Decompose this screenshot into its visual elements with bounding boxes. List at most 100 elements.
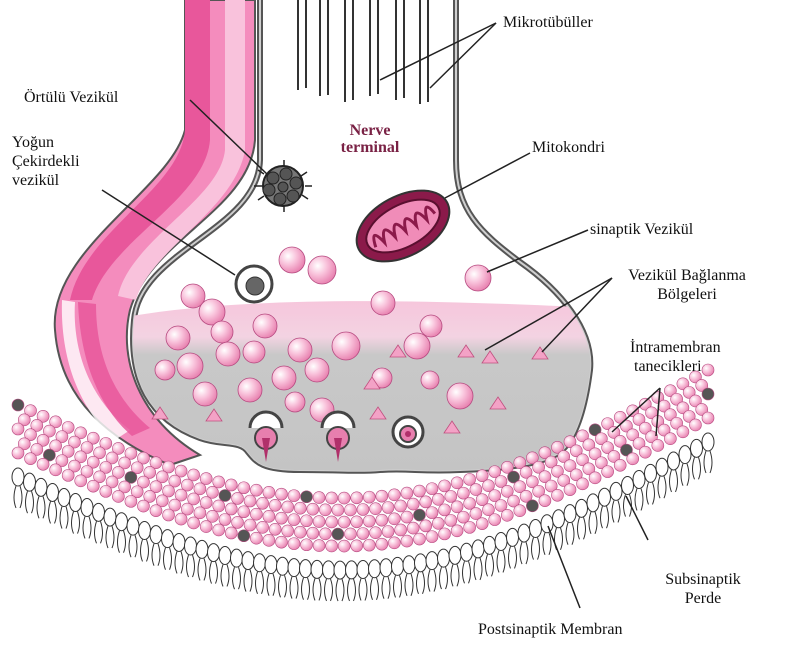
membrane-particle (200, 497, 212, 509)
membrane-particle (150, 505, 162, 517)
membrane-particle (420, 520, 432, 532)
lipid-tail (152, 544, 160, 566)
lipid-tail (14, 486, 22, 508)
lipid-head (449, 546, 461, 564)
membrane-particle (363, 539, 375, 551)
lipid-tail (647, 482, 655, 504)
label-ortulu-vezikul: Örtülü Vezikül (24, 88, 118, 107)
lipid-tail (440, 567, 448, 589)
membrane-particle (200, 521, 212, 533)
membrane-particle (395, 524, 407, 536)
lipid-head (633, 470, 645, 488)
membrane-particle (238, 506, 250, 518)
membrane-particle (451, 525, 463, 537)
lipid-tail (451, 564, 459, 586)
membrane-particle (307, 503, 319, 515)
membrane-particle (213, 476, 225, 488)
membrane-particle (269, 523, 281, 535)
membrane-particle (376, 490, 388, 502)
membrane-particle (313, 516, 325, 528)
membrane-particle (344, 528, 356, 540)
intramembrane-particle (526, 500, 538, 512)
label-vezikul-baglanma-bolgeleri: Vezikül Bağlanma Bölgeleri (612, 266, 762, 304)
lipid-tail (187, 555, 195, 577)
lipid-head (311, 560, 323, 578)
membrane-particle (457, 511, 469, 523)
lipid-tail (279, 575, 287, 597)
synaptic-vesicle (253, 314, 277, 338)
membrane-particle (250, 508, 262, 520)
lipid-head (58, 489, 70, 507)
membrane-particle (338, 540, 350, 552)
lipid-head (507, 528, 519, 546)
lipid-tail (244, 570, 252, 592)
label-yogun-line-3: vezikül (12, 171, 80, 190)
lipid-head (357, 561, 369, 579)
synaptic-vesicle (305, 358, 329, 382)
lipid-tail (532, 538, 540, 560)
lipid-tail (428, 570, 436, 592)
label-intramembran-line-1: İntramembran (630, 338, 721, 357)
membrane-particle (37, 458, 49, 470)
lipid-tail (348, 579, 356, 601)
synaptic-vesicle (420, 315, 442, 337)
membrane-particle (420, 496, 432, 508)
lipid-head (679, 446, 691, 464)
lipid-head (622, 477, 634, 495)
membrane-particle (577, 478, 589, 490)
membrane-particle (388, 489, 400, 501)
synaptic-vesicle (404, 333, 430, 359)
lipid-head (599, 488, 611, 506)
lipid-head (541, 515, 553, 533)
membrane-particle (225, 503, 237, 515)
lipid-tail (210, 562, 218, 584)
membrane-particle (363, 491, 375, 503)
membrane-particle (263, 510, 275, 522)
membrane-particle (614, 459, 626, 471)
lipid-head (702, 433, 714, 451)
lipid-head (530, 520, 542, 538)
membrane-particle (232, 516, 244, 528)
membrane-particle (257, 521, 269, 533)
label-postsinaptik-membran: Postsinaptik Membran (478, 620, 622, 639)
lipid-tail (267, 574, 275, 596)
synaptic-vesicle (332, 332, 360, 360)
lipid-tail (26, 491, 34, 513)
membrane-particle (25, 453, 37, 465)
membrane-particle (200, 473, 212, 485)
membrane-particle (464, 521, 476, 533)
membrane-particle (395, 500, 407, 512)
lipid-tail (635, 488, 643, 510)
synaptic-vesicle (308, 256, 336, 284)
membrane-particle (12, 423, 24, 435)
membrane-particle (382, 526, 394, 538)
synaptic-vesicle (238, 378, 262, 402)
lipid-head (438, 549, 450, 567)
lipid-tail (359, 579, 367, 601)
membrane-particle (602, 466, 614, 478)
membrane-particle (313, 492, 325, 504)
lipid-head (610, 482, 622, 500)
lipid-tail (37, 496, 45, 518)
membrane-particle (194, 483, 206, 495)
membrane-particle (401, 487, 413, 499)
intramembrane-particle (12, 399, 24, 411)
lipid-head (81, 498, 93, 516)
membrane-particle (87, 480, 99, 492)
membrane-particle (357, 528, 369, 540)
membrane-particle (275, 512, 287, 524)
lipid-tail (175, 551, 183, 573)
membrane-particle (257, 497, 269, 509)
membrane-particle (357, 504, 369, 516)
membrane-particle (445, 514, 457, 526)
membrane-particle (388, 537, 400, 549)
lipid-head (645, 464, 657, 482)
lipid-tail (95, 521, 103, 543)
intramembrane-particle (301, 491, 313, 503)
lipid-tail (417, 572, 425, 594)
membrane-particle (244, 495, 256, 507)
membrane-particle (100, 485, 112, 497)
lipid-head (162, 530, 174, 548)
membrane-particle (401, 535, 413, 547)
lipid-tail (290, 577, 298, 599)
